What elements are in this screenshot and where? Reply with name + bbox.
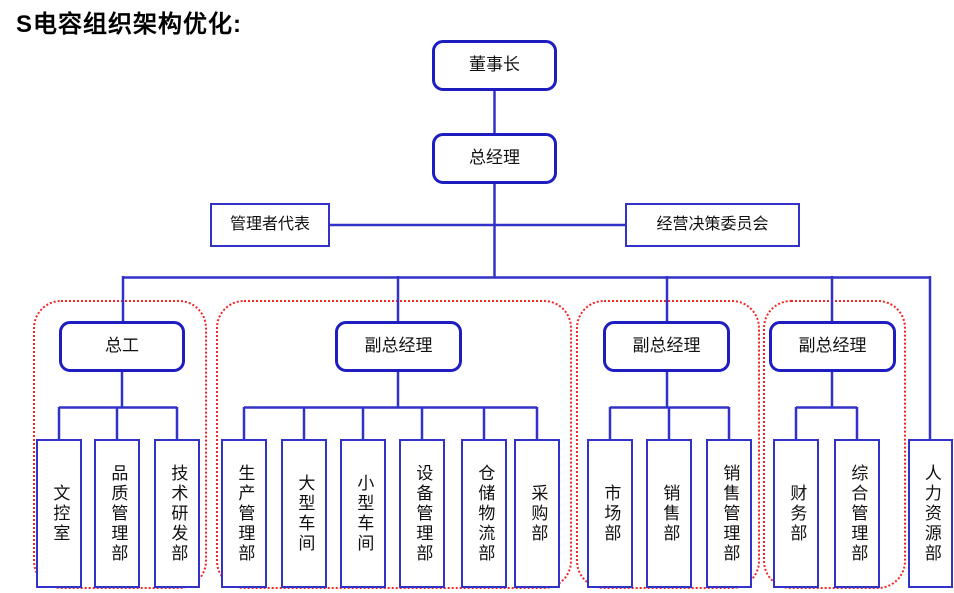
group-outline-chief-engineer bbox=[33, 300, 207, 589]
dept-box: 仓储物流部 bbox=[461, 439, 507, 588]
group-outline-admin bbox=[763, 300, 906, 589]
dept-box: 采购部 bbox=[514, 439, 560, 588]
dept-box: 综合管理部 bbox=[834, 439, 880, 588]
node-chief-engineer: 总工 bbox=[59, 321, 185, 372]
dept-box: 小型车间 bbox=[340, 439, 386, 588]
dept-box: 设备管理部 bbox=[399, 439, 445, 588]
dept-box: 财务部 bbox=[773, 439, 819, 588]
node-management-rep: 管理者代表 bbox=[210, 203, 330, 247]
dept-box: 销售部 bbox=[646, 439, 692, 588]
node-deputy-gm-1: 副总经理 bbox=[335, 321, 462, 372]
node-general-manager: 总经理 bbox=[432, 133, 557, 184]
dept-box: 大型车间 bbox=[281, 439, 327, 588]
dept-box: 文控室 bbox=[36, 439, 82, 588]
page-title: S电容组织架构优化: bbox=[16, 11, 242, 38]
dept-box: 技术研发部 bbox=[154, 439, 200, 588]
dept-box: 市场部 bbox=[587, 439, 633, 588]
dept-box: 销售管理部 bbox=[706, 439, 752, 588]
node-chairman: 董事长 bbox=[432, 40, 557, 91]
node-hr: 人力资源部 bbox=[908, 439, 953, 588]
group-outline-production bbox=[216, 300, 572, 589]
node-deputy-gm-3: 副总经理 bbox=[769, 321, 896, 372]
node-deputy-gm-2: 副总经理 bbox=[603, 321, 730, 372]
dept-box: 生产管理部 bbox=[221, 439, 267, 588]
dept-box: 品质管理部 bbox=[94, 439, 140, 588]
node-committee: 经营决策委员会 bbox=[625, 203, 800, 247]
